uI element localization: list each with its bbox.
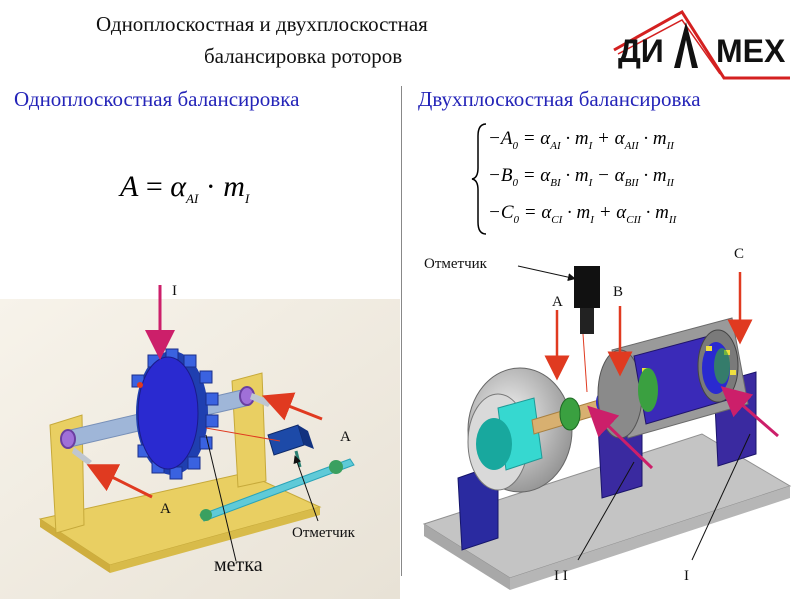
equation-row-c: −C0 = αCI · mI + αCII · mII xyxy=(488,202,677,226)
two-plane-illustration: Отметчик А В С I I I xyxy=(422,246,792,590)
single-plane-illustration: I А А Отметчик метка xyxy=(0,283,400,599)
brace-icon xyxy=(471,123,487,235)
sensor-left-arrow xyxy=(86,464,153,499)
single-plane-formula: A = αAI · mI xyxy=(120,170,250,206)
phase-marker-device xyxy=(199,424,355,522)
label-marker: Отметчик xyxy=(424,256,488,272)
dimeh-logo: ДИ МЕХ xyxy=(613,9,790,80)
heading-single-plane: Одноплоскостная балансировка xyxy=(14,87,300,111)
heading-two-plane: Двухплоскостная балансировка xyxy=(418,87,701,111)
unbalance-mark xyxy=(137,382,143,388)
label-mark: метка xyxy=(214,554,263,576)
sensor-right-arrow xyxy=(262,392,323,421)
plane-I-arrow xyxy=(720,386,779,438)
equation-row-b: −B0 = αBI · mI − αBII · mII xyxy=(488,165,674,189)
equation-row-a: −A0 = αAI · mI + αAII · mII xyxy=(488,128,674,152)
logo-right-text: МЕХ xyxy=(716,33,786,69)
label-sensor-right: А xyxy=(340,429,351,445)
marker-pointer xyxy=(517,265,576,282)
label-marker: Отметчик xyxy=(292,525,356,541)
label-sensor-B: В xyxy=(613,284,623,300)
mark-pointer xyxy=(205,434,237,562)
plane-II-arrow xyxy=(587,405,654,470)
two-plane-equation-system: −A0 = αAI · mI + αAII · mII −B0 = αBI · … xyxy=(470,120,770,238)
section-divider xyxy=(401,86,402,576)
motor xyxy=(597,317,749,439)
page-title-line2: балансировка роторов xyxy=(204,44,403,68)
label-plane-II: I I xyxy=(554,568,568,584)
label-sensor-left: А xyxy=(160,501,171,517)
coupling xyxy=(559,397,581,431)
label-sensor-C: С xyxy=(734,246,744,262)
marker-pointer xyxy=(293,455,319,522)
label-plane-I: I xyxy=(684,568,689,584)
phase-marker-sensor xyxy=(574,266,600,334)
page-title-line1: Одноплоскостная и двухплоскостная xyxy=(96,12,428,36)
pump-housing xyxy=(467,367,573,493)
logo-left-text: ДИ xyxy=(618,33,664,69)
label-sensor-A: А xyxy=(552,294,563,310)
label-plane-I: I xyxy=(172,283,177,299)
